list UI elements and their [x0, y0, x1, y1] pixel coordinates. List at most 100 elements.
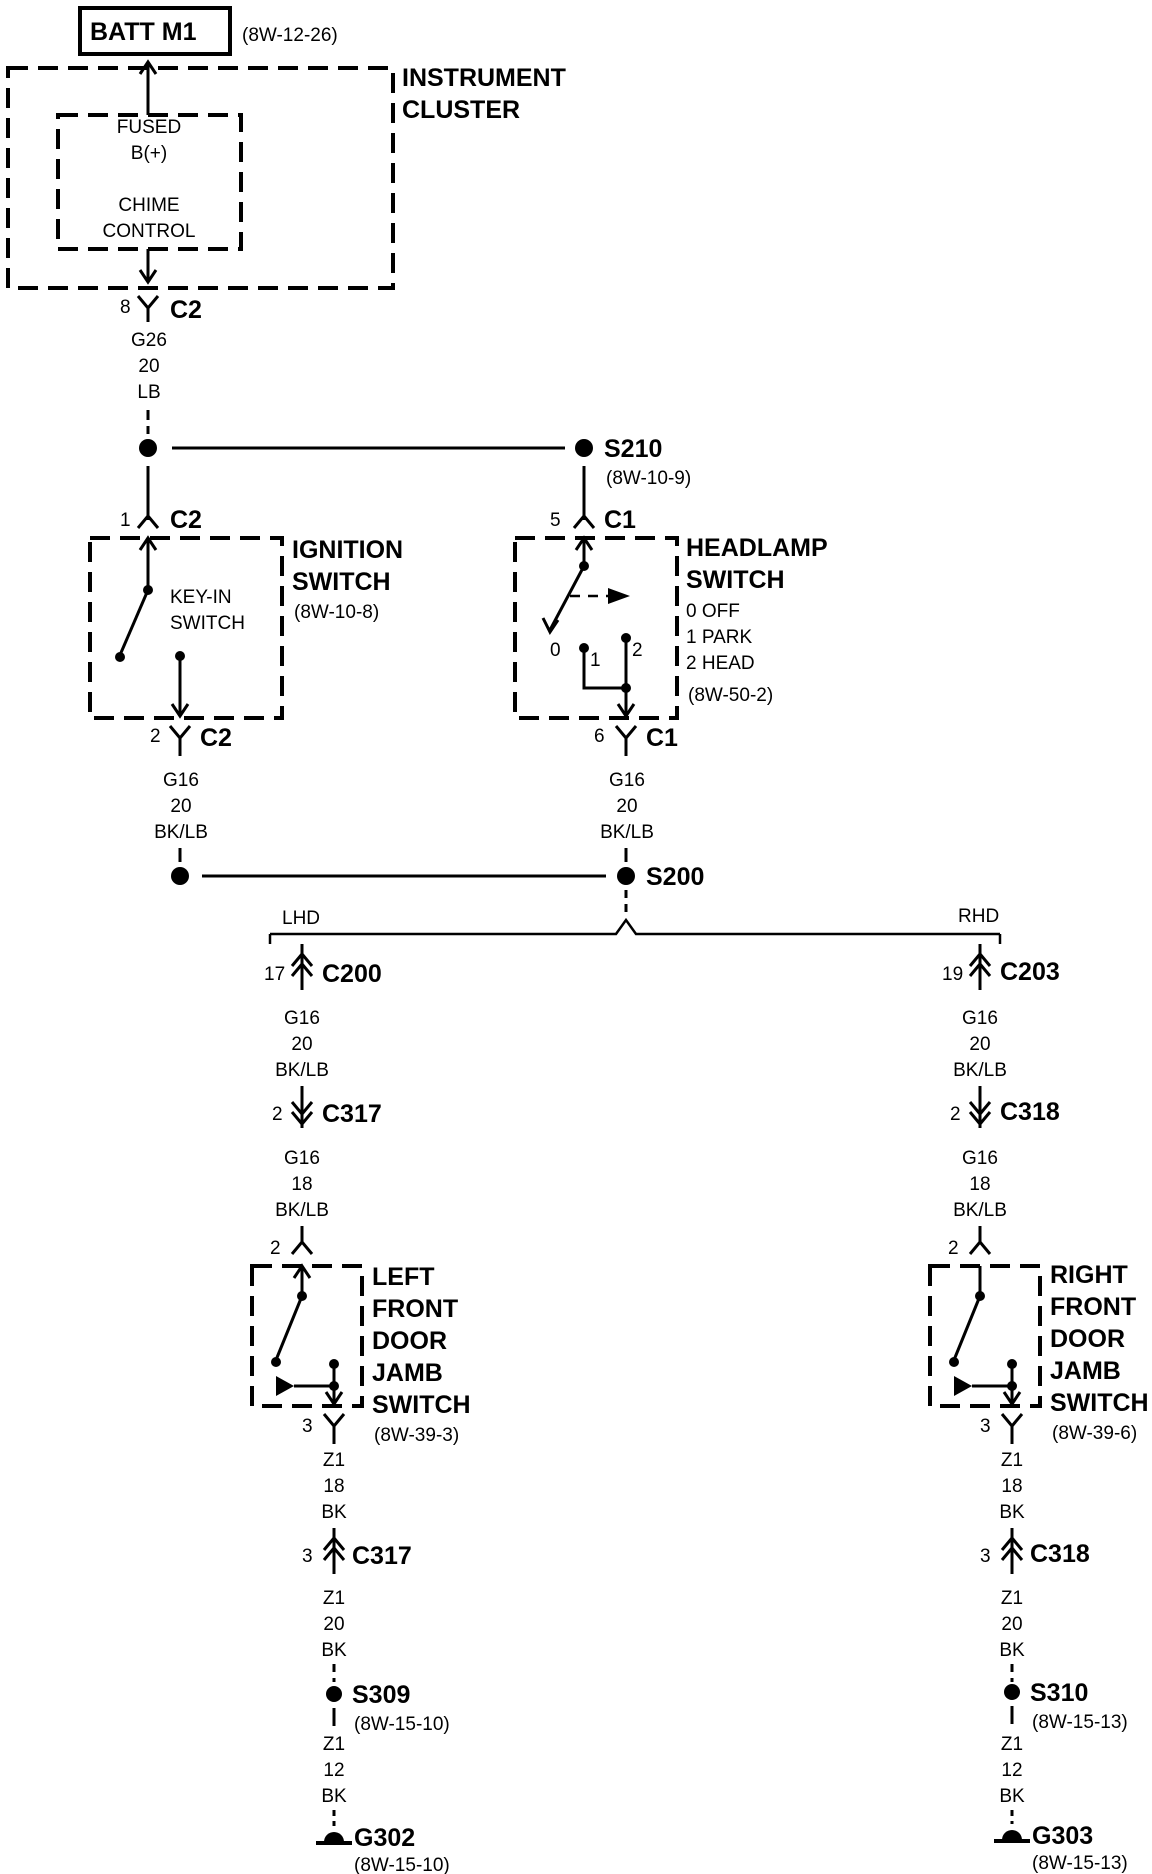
left-w1-circuit: G16 — [284, 1008, 320, 1029]
right-sw-out-connector — [1000, 1413, 1024, 1444]
right-c318b-connector — [1000, 1528, 1024, 1574]
ign-ref: (8W-10-8) — [294, 602, 379, 623]
ignition-switch-block: KEY-IN SWITCH — [88, 535, 284, 720]
left-w3-gauge: 18 — [323, 1476, 344, 1497]
g16-left-color: BK/LB — [154, 822, 208, 843]
lhd-label: LHD — [282, 908, 320, 929]
right-c318a-pin: 2 — [950, 1104, 961, 1125]
right-title-5: SWITCH — [1050, 1389, 1149, 1417]
left-sw-pin-in: 2 — [270, 1238, 281, 1259]
left-w4-gauge: 20 — [323, 1614, 344, 1635]
g303-ref: (8W-15-13) — [1032, 1853, 1128, 1874]
s310-name: S310 — [1030, 1679, 1088, 1707]
left-title-4: JAMB — [372, 1359, 443, 1387]
left-w3-color: BK — [321, 1502, 347, 1523]
right-title-2: FRONT — [1050, 1293, 1136, 1321]
left-ref: (8W-39-3) — [374, 1425, 459, 1446]
right-w4-circuit: Z1 — [1001, 1588, 1023, 1609]
g16-right-circuit: G16 — [609, 770, 645, 791]
s309-name: S309 — [352, 1681, 410, 1709]
c2-top-pin: 8 — [120, 297, 131, 318]
g302-ground-icon — [316, 1832, 352, 1845]
c2-top-connector: 8 C2 — [120, 295, 202, 324]
right-w2-circuit: G16 — [962, 1148, 998, 1169]
left-w1-gauge: 20 — [291, 1034, 312, 1055]
left-w5-circuit: Z1 — [323, 1734, 345, 1755]
fused-label-2: B(+) — [131, 143, 167, 164]
ign-conn-out: C2 — [200, 724, 232, 752]
right-c318b-pin: 3 — [980, 1546, 991, 1567]
headlamp-switch-block: 0 1 2 — [513, 535, 679, 720]
ign-conn-in: C2 — [170, 506, 202, 534]
left-w3-circuit: Z1 — [323, 1450, 345, 1471]
right-w2-color: BK/LB — [953, 1200, 1007, 1221]
batt-m1-block: BATT M1 (8W-12-26) — [78, 6, 338, 56]
g302-name: G302 — [354, 1824, 415, 1852]
right-door-switch-block — [928, 1264, 1042, 1408]
left-w2-gauge: 18 — [291, 1174, 312, 1195]
right-w5-circuit: Z1 — [1001, 1734, 1023, 1755]
cluster-title-2: CLUSTER — [402, 96, 520, 124]
right-w5-gauge: 12 — [1001, 1760, 1022, 1781]
right-sw-in-connector — [968, 1239, 992, 1255]
right-w4-color: BK — [999, 1640, 1025, 1661]
rhd-label: RHD — [958, 906, 999, 927]
right-c318a-name: C318 — [1000, 1098, 1060, 1126]
left-door-switch-block — [250, 1263, 364, 1408]
hl-pos-1: 1 PARK — [686, 627, 753, 648]
right-ref: (8W-39-6) — [1052, 1423, 1137, 1444]
instrument-cluster-block: INSTRUMENT CLUSTER FUSED B(+) CHIME CONT… — [6, 64, 566, 290]
hl-pos-2: 2 HEAD — [686, 653, 755, 674]
right-c203-pin: 19 — [942, 964, 963, 985]
g302-ref: (8W-15-10) — [354, 1855, 450, 1874]
left-sw-out-connector — [322, 1413, 346, 1444]
right-w3-color: BK — [999, 1502, 1025, 1523]
hl-conn-in: C1 — [604, 506, 636, 534]
hl-pos-0: 0 OFF — [686, 601, 740, 622]
hl-pos-0-label: 0 — [550, 640, 561, 661]
hl-in-connector — [572, 513, 596, 529]
left-w4-color: BK — [321, 1640, 347, 1661]
left-w5-gauge: 12 — [323, 1760, 344, 1781]
left-c317b-pin: 3 — [302, 1546, 313, 1567]
hl-conn-out: C1 — [646, 724, 678, 752]
left-title-2: FRONT — [372, 1295, 458, 1323]
right-w1-circuit: G16 — [962, 1008, 998, 1029]
ign-pin-in: 1 — [120, 510, 131, 531]
left-c317b-connector — [322, 1528, 346, 1574]
batt-label: BATT M1 — [90, 18, 197, 46]
right-c318b-name: C318 — [1030, 1540, 1090, 1568]
hl-pin-out: 6 — [594, 726, 605, 747]
hl-title-2: SWITCH — [686, 566, 785, 594]
right-w3-circuit: Z1 — [1001, 1450, 1023, 1471]
batt-ref: (8W-12-26) — [242, 25, 338, 46]
left-title-3: DOOR — [372, 1327, 447, 1355]
c2-top-name: C2 — [170, 296, 202, 324]
g16-left-circuit: G16 — [163, 770, 199, 791]
g26-gauge: 20 — [138, 356, 159, 377]
g303-name: G303 — [1032, 1822, 1093, 1850]
hl-pos-1-label: 1 — [590, 650, 601, 671]
left-w5-color: BK — [321, 1786, 347, 1807]
chime-label-1: CHIME — [118, 195, 179, 216]
g16-right-color: BK/LB — [600, 822, 654, 843]
right-title-1: RIGHT — [1050, 1261, 1128, 1289]
hl-pin-in: 5 — [550, 510, 561, 531]
chime-label-2: CONTROL — [103, 221, 196, 242]
g16-left-gauge: 20 — [170, 796, 191, 817]
right-w3-gauge: 18 — [1001, 1476, 1022, 1497]
lower-left-splice-dot — [171, 867, 189, 885]
left-sw-in-connector — [290, 1239, 314, 1255]
hl-out-connector — [614, 725, 638, 756]
left-c200-connector — [290, 944, 314, 990]
s310-dot — [1004, 1684, 1020, 1700]
right-w1-gauge: 20 — [969, 1034, 990, 1055]
ign-pin-out: 2 — [150, 726, 161, 747]
right-w5-color: BK — [999, 1786, 1025, 1807]
chime-out-arrow — [138, 269, 158, 285]
left-c317a-pin: 2 — [272, 1104, 283, 1125]
s210-dot — [575, 439, 593, 457]
right-c203-connector — [968, 944, 992, 990]
right-w2-gauge: 18 — [969, 1174, 990, 1195]
